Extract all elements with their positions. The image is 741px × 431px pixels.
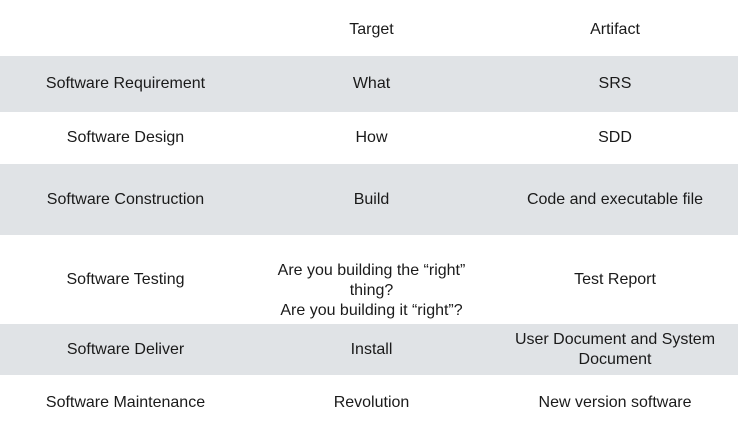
artifact-cell: Code and executable file: [492, 190, 738, 210]
target-cell: Install: [251, 340, 492, 360]
target-line: Are you building the “right”: [277, 261, 466, 279]
artifact-line: Test Report: [574, 270, 656, 288]
target-line: What: [352, 75, 391, 92]
artifact-line: SDD: [598, 129, 632, 146]
target-cell: Build: [251, 190, 492, 210]
header-target-cell: Target: [349, 21, 394, 38]
table-row: Software Requirement What SRS: [0, 56, 738, 112]
artifact-cell: SDD: [492, 128, 738, 148]
artifact-cell: SRS: [492, 74, 738, 94]
table-row: Software Testing Are you building the “r…: [0, 235, 738, 324]
table-row: Software Construction Build Code and exe…: [0, 164, 738, 235]
target-line: Install: [350, 340, 393, 358]
stage-cell: Software Deliver: [66, 340, 185, 358]
header-artifact-cell: Artifact: [590, 21, 640, 38]
target-cell: Revolution: [251, 393, 492, 413]
artifact-line: User Document and System: [514, 330, 716, 348]
table-row: Software Deliver Install User Document a…: [0, 324, 738, 375]
target-line: Are you building it “right”?: [280, 301, 463, 319]
stage-cell: Software Maintenance: [45, 394, 206, 411]
artifact-line: Code and executable file: [526, 190, 704, 208]
target-line: Build: [353, 190, 390, 208]
artifact-cell: New version software: [492, 393, 738, 413]
target-cell: How: [251, 128, 492, 148]
artifact-cell: User Document and System Document: [492, 330, 738, 370]
target-line: How: [355, 129, 388, 146]
stage-cell: Software Construction: [46, 190, 205, 208]
artifact-line: Document: [578, 350, 652, 368]
target-line: thing?: [349, 281, 394, 299]
table-row: Software Maintenance Revolution New vers…: [0, 375, 738, 431]
stage-cell: Software Requirement: [45, 75, 206, 92]
target-cell: Are you building the “right” thing? Are …: [251, 239, 492, 321]
table-row: Software Design How SDD: [0, 112, 738, 164]
header-stage-cell: [0, 26, 251, 30]
artifact-line: New version software: [538, 394, 692, 411]
artifact-cell: Test Report: [492, 270, 738, 290]
stage-cell: Software Design: [66, 129, 185, 146]
artifact-line: SRS: [598, 75, 632, 92]
target-cell: What: [251, 74, 492, 94]
target-line: Revolution: [333, 394, 410, 411]
header-row: Target Artifact: [0, 0, 738, 56]
stage-cell: Software Testing: [66, 270, 185, 288]
